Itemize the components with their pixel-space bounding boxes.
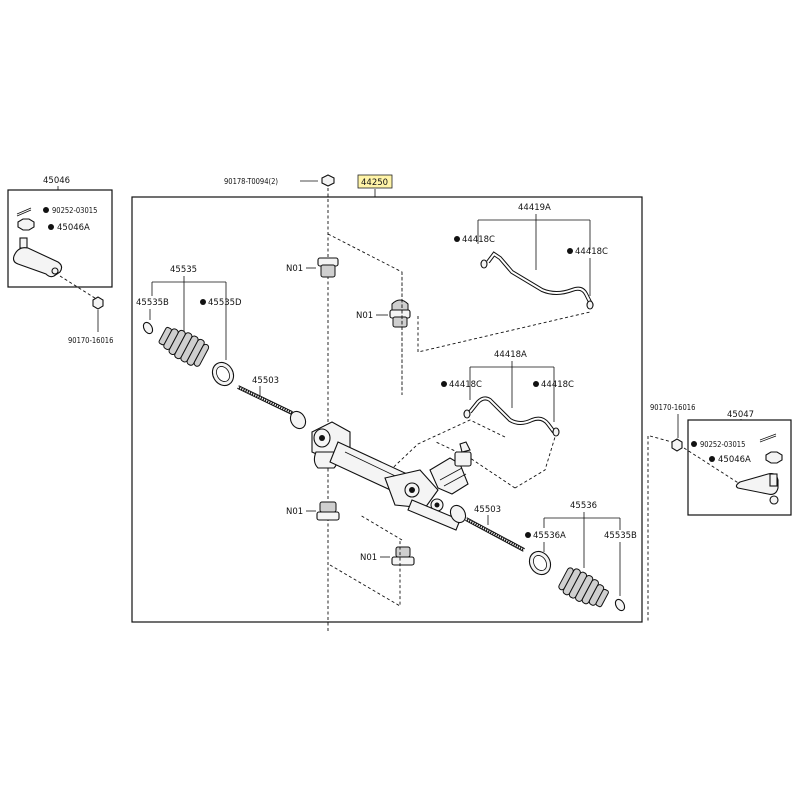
label-44419A: 44419A xyxy=(518,203,551,213)
label-n01-top2: N01 xyxy=(356,311,373,321)
label-45535: 45535 xyxy=(170,265,197,275)
boot-right-icon xyxy=(558,567,609,608)
main-assembly-frame xyxy=(131,196,643,623)
label-45536: 45536 xyxy=(570,501,597,511)
castle-nut-icon xyxy=(17,218,35,231)
main-part-highlight xyxy=(357,174,393,189)
label-n01-bot1: N01 xyxy=(286,507,303,517)
small-clamp-left-icon xyxy=(142,321,154,335)
label-45536A: 45536A xyxy=(533,531,566,541)
label-n01-top1: N01 xyxy=(286,264,303,274)
label-45535B-left: 45535B xyxy=(136,298,169,308)
inner-tie-rod-right-icon xyxy=(449,504,525,552)
label-44418C-3: 44418C xyxy=(449,380,482,390)
label-44418C-1: 44418C xyxy=(462,235,495,245)
label-90170-left: 90170-16016 xyxy=(68,336,113,345)
label-90252-left: 90252-03015 xyxy=(52,206,97,215)
small-clamp-right-icon xyxy=(614,598,626,612)
label-44418A: 44418A xyxy=(494,350,527,360)
tie-rod-end-right-icon xyxy=(735,473,779,505)
mount-bushing-bot2-icon xyxy=(391,546,415,566)
lock-nut-right-icon xyxy=(671,438,683,452)
mount-bushing-top1-icon xyxy=(317,257,339,278)
boot-left-icon xyxy=(158,326,210,367)
label-45047: 45047 xyxy=(727,410,754,420)
castle-nut-right-icon xyxy=(765,451,783,464)
right-tie-rod-end-box xyxy=(687,419,792,516)
mount-bushing-bot1-icon xyxy=(316,501,340,521)
label-90252-right: 90252-03015 xyxy=(700,440,745,449)
label-45046A-right: 45046A xyxy=(718,455,751,465)
cotter-pin-icon xyxy=(16,207,32,217)
label-45535B-right: 45535B xyxy=(604,531,637,541)
tie-rod-end-left-icon xyxy=(12,237,63,278)
label-44418C-2: 44418C xyxy=(575,247,608,257)
label-90178: 90178-T0094(2) xyxy=(224,177,278,186)
label-45503-left: 45503 xyxy=(252,376,279,386)
cotter-pin-right-icon xyxy=(759,433,777,443)
label-45503-right: 45503 xyxy=(474,505,501,515)
label-n01-bot2: N01 xyxy=(360,553,377,563)
label-45046: 45046 xyxy=(43,176,70,186)
label-44250: 44250 xyxy=(361,178,388,188)
lock-nut-left-icon xyxy=(92,296,104,310)
mount-bushing-top2-icon xyxy=(389,299,411,328)
left-tie-rod-end-box xyxy=(7,189,113,288)
nut-icon xyxy=(321,174,335,187)
pressure-tube-upper-icon xyxy=(480,251,594,310)
label-45535D: 45535D xyxy=(208,298,242,308)
label-90170-right: 90170-16016 xyxy=(650,403,695,412)
steering-rack-housing-icon xyxy=(311,421,472,531)
pressure-tube-lower-icon xyxy=(463,396,560,437)
inner-tie-rod-left-icon xyxy=(237,385,307,430)
label-45046A-left: 45046A xyxy=(57,223,90,233)
label-44418C-4: 44418C xyxy=(541,380,574,390)
